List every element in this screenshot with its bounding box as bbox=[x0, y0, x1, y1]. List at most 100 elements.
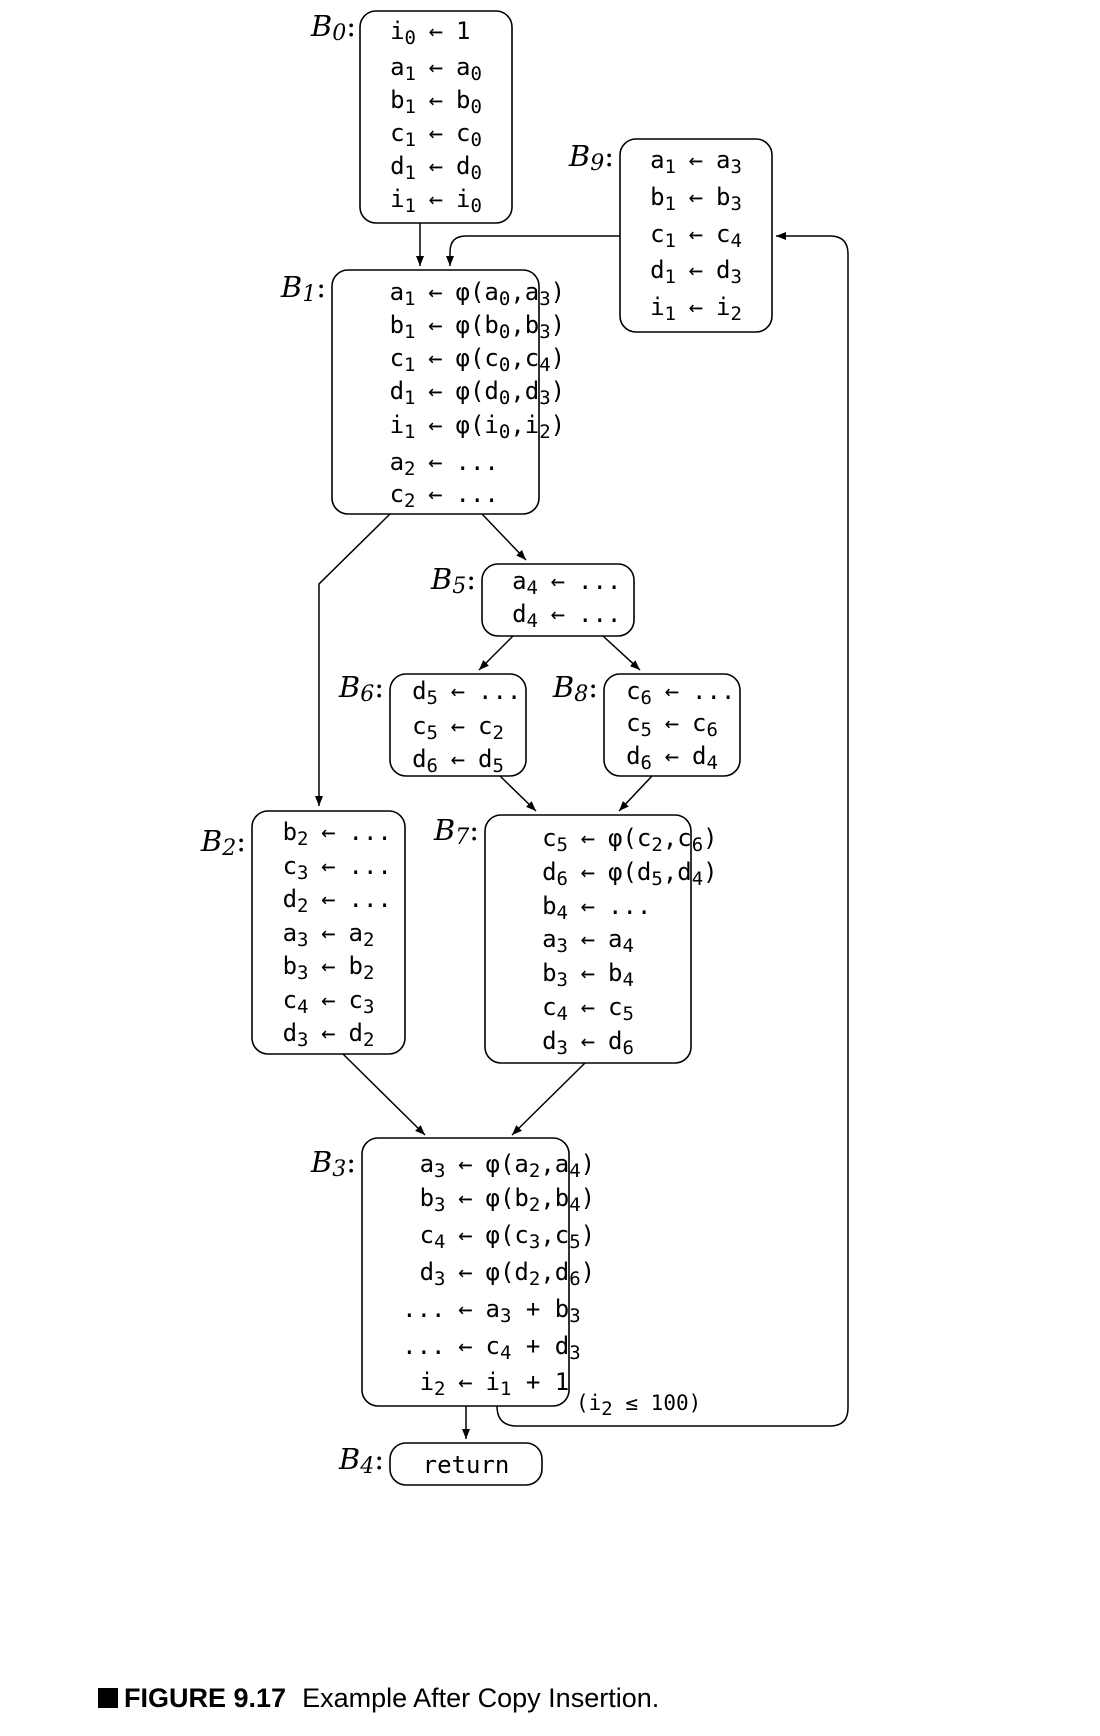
statement: c1←c0 bbox=[390, 119, 482, 151]
edge-b9-b1 bbox=[446, 235, 620, 266]
assign-arrow-icon: ← bbox=[689, 183, 703, 211]
statement-rhs: ... bbox=[692, 677, 735, 705]
statement: d1←d0 bbox=[390, 152, 482, 184]
statement: ...←c4 + d3 bbox=[402, 1332, 581, 1364]
statement-rhs: ... bbox=[608, 892, 651, 920]
assign-arrow-icon: ← bbox=[458, 1150, 472, 1178]
assign-arrow-icon: ← bbox=[665, 677, 679, 705]
statement-rhs: ... bbox=[349, 818, 392, 846]
statement-rhs: φ(d0,d3) bbox=[456, 377, 566, 409]
statement: b3←b4 bbox=[542, 959, 634, 991]
assign-arrow-icon: ← bbox=[321, 1019, 335, 1047]
statement: b1←b0 bbox=[390, 86, 482, 118]
assign-arrow-icon: ← bbox=[428, 411, 442, 439]
statement-rhs: φ(a2,a4) bbox=[486, 1150, 596, 1182]
statement: i0←1 bbox=[390, 17, 470, 49]
statement-rhs: φ(c2,c6) bbox=[608, 824, 718, 856]
edge-line bbox=[618, 775, 653, 812]
assign-arrow-icon: ← bbox=[581, 925, 595, 953]
statement: c4←φ(c3,c5) bbox=[420, 1221, 596, 1253]
statement-rhs: φ(c3,c5) bbox=[486, 1221, 596, 1253]
cfg-blocks: B0:i0←1a1←a0b1←b0c1←c0d1←d0i1←i0B1:a1←φ(… bbox=[200, 9, 773, 1486]
block-label: B2: bbox=[200, 824, 246, 861]
block-b2: B2:b2←...c3←...d2←...a3←a2b3←b2c4←c3d3←d… bbox=[200, 810, 406, 1055]
assign-arrow-icon: ← bbox=[429, 119, 443, 147]
statement-rhs: ... bbox=[349, 852, 392, 880]
statement-rhs: ... bbox=[456, 448, 499, 476]
statement: a1←a3 bbox=[650, 146, 742, 178]
block-b1-box bbox=[331, 269, 540, 515]
statement-rhs: φ(b0,b3) bbox=[456, 311, 566, 343]
statement: c4←c3 bbox=[283, 986, 375, 1018]
edge-line bbox=[481, 513, 527, 561]
statement-rhs: a3 + b3 bbox=[486, 1295, 581, 1327]
block-b4-box bbox=[389, 1442, 543, 1486]
edge-b7-b3 bbox=[511, 1062, 586, 1136]
statement: i2←i1 + 1 bbox=[420, 1368, 570, 1400]
figure-number: FIGURE 9.17 bbox=[124, 1683, 287, 1713]
statement-rhs: i1 + 1 bbox=[486, 1368, 570, 1400]
block-label: B0: bbox=[310, 9, 356, 46]
assign-arrow-icon: ← bbox=[458, 1221, 472, 1249]
assign-arrow-icon: ← bbox=[428, 480, 442, 508]
assign-arrow-icon: ← bbox=[689, 220, 703, 248]
assign-arrow-icon: ← bbox=[451, 712, 465, 740]
assign-arrow-icon: ← bbox=[321, 986, 335, 1014]
assign-arrow-icon: ← bbox=[428, 377, 442, 405]
edge-b5-b6 bbox=[478, 635, 514, 671]
block-b5-box bbox=[481, 563, 635, 637]
assign-arrow-icon: ← bbox=[581, 892, 595, 920]
block-label: B1: bbox=[280, 270, 326, 307]
statement: c5←c6 bbox=[626, 709, 718, 741]
statement: d6←d5 bbox=[412, 745, 504, 777]
block-b2-box bbox=[251, 810, 406, 1055]
cfg-edges: (i2 ≤ 100) bbox=[315, 223, 849, 1439]
edge-b2-b3 bbox=[342, 1053, 426, 1136]
assign-arrow-icon: ← bbox=[458, 1184, 472, 1212]
statement-rhs: φ(b2,b4) bbox=[486, 1184, 596, 1216]
statement: b3←φ(b2,b4) bbox=[420, 1184, 596, 1216]
statement: c5←c2 bbox=[412, 712, 504, 744]
edge-line bbox=[602, 635, 641, 671]
edge-b1-b2 bbox=[315, 513, 391, 806]
caption-text: Example After Copy Insertion. bbox=[302, 1683, 660, 1713]
statement-rhs: ... bbox=[349, 885, 392, 913]
statement-rhs: ... bbox=[578, 567, 621, 595]
edge-line bbox=[511, 1062, 586, 1136]
assign-arrow-icon: ← bbox=[429, 152, 443, 180]
statement-rhs: c4 + d3 bbox=[486, 1332, 581, 1364]
block-b6-box bbox=[389, 673, 527, 777]
statement: i1←i0 bbox=[390, 185, 482, 217]
statement: i1←i2 bbox=[650, 293, 742, 325]
statement-rhs: φ(c0,c4) bbox=[456, 344, 566, 376]
block-label: B9: bbox=[568, 139, 614, 176]
statement-lhs: ... bbox=[402, 1332, 445, 1360]
block-b7: B7:c5←φ(c2,c6)d6←φ(d5,d4)b4←...a3←a4b3←b… bbox=[433, 813, 718, 1064]
statement: c4←c5 bbox=[542, 993, 634, 1025]
edge-line bbox=[499, 775, 537, 812]
assign-arrow-icon: ← bbox=[689, 293, 703, 321]
block-b3-box bbox=[361, 1137, 570, 1407]
statement: b1←b3 bbox=[650, 183, 742, 215]
edge-b1-b5 bbox=[481, 513, 527, 561]
assign-arrow-icon: ← bbox=[429, 86, 443, 114]
edge-condition-label: (i2 ≤ 100) bbox=[576, 1391, 701, 1420]
assign-arrow-icon: ← bbox=[665, 742, 679, 770]
assign-arrow-icon: ← bbox=[689, 256, 703, 284]
block-b0-box bbox=[359, 10, 513, 224]
statement-rhs: φ(i0,i2) bbox=[456, 411, 566, 443]
statement-text: return bbox=[423, 1451, 510, 1479]
statement-rhs: φ(d2,d6) bbox=[486, 1258, 596, 1290]
assign-arrow-icon: ← bbox=[428, 448, 442, 476]
assign-arrow-icon: ← bbox=[428, 344, 442, 372]
statement: c1←c4 bbox=[650, 220, 742, 252]
block-b3: B3:a3←φ(a2,a4)b3←φ(b2,b4)c4←φ(c3,c5)d3←φ… bbox=[310, 1137, 596, 1407]
statement-lhs: a3 bbox=[420, 1150, 446, 1182]
block-b9-box bbox=[619, 138, 773, 333]
statement: a4←... bbox=[512, 567, 621, 599]
